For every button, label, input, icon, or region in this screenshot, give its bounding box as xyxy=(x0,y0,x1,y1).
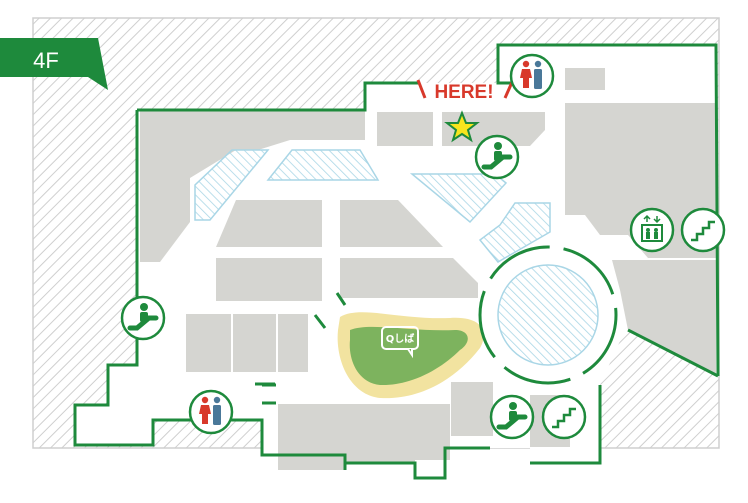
lawn-label: Qしば xyxy=(386,332,415,345)
escalator-icon[interactable] xyxy=(476,136,518,178)
restroom-icon[interactable] xyxy=(188,389,234,435)
elevator-icon[interactable] xyxy=(629,207,675,253)
floor-walls xyxy=(137,43,720,377)
lawn-area: Qしば xyxy=(337,312,484,399)
stores xyxy=(140,68,716,470)
current-location-marker: HERE! xyxy=(416,79,515,143)
voids xyxy=(194,149,599,366)
restroom-icon[interactable] xyxy=(509,53,555,99)
here-label: HERE! xyxy=(434,82,493,103)
floor-label: 4F xyxy=(33,48,59,73)
stairs-icon[interactable] xyxy=(680,207,726,253)
stairs-icon[interactable] xyxy=(541,394,587,440)
escalator-icon[interactable] xyxy=(122,297,164,339)
escalator-icon[interactable] xyxy=(491,396,533,438)
floor-badge: 4F xyxy=(0,38,108,90)
star-icon xyxy=(444,110,480,143)
